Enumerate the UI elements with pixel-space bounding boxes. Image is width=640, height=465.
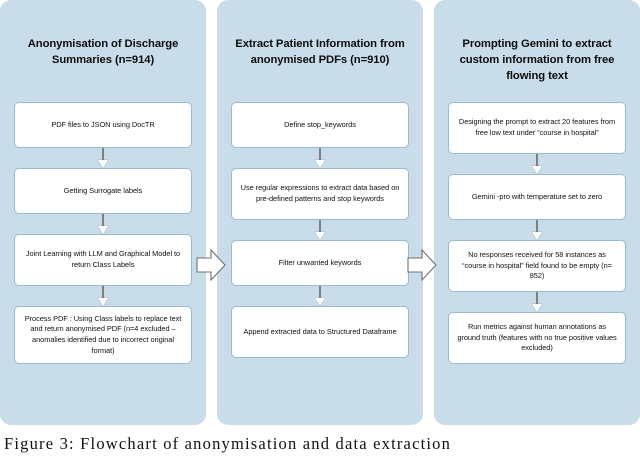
column-header: Extract Patient Information from anonymi… <box>235 38 405 67</box>
flow-column-2: Extract Patient Information from anonymi… <box>217 0 423 425</box>
arrow-down-icon <box>97 286 109 306</box>
flow-node: Getting Surrogate labels <box>14 168 192 214</box>
flow-node: No responses received for 58 instances a… <box>448 240 626 292</box>
flow-column-3: Prompting Gemini to extract custom infor… <box>434 0 640 425</box>
flow-node: Append extracted data to Structured Data… <box>231 306 409 358</box>
flowchart: Anonymisation of Discharge Summaries (n=… <box>0 0 640 425</box>
arrow-down-icon <box>531 292 543 312</box>
column-header: Anonymisation of Discharge Summaries (n=… <box>27 38 179 67</box>
column-nodes: PDF files to JSON using DocTR Getting Sur… <box>10 102 196 415</box>
figure-caption: Figure 3: Flowchart of anonymisation and… <box>4 434 452 453</box>
arrow-col1-to-col2-icon <box>196 248 226 282</box>
flow-node: Designing the prompt to extract 20 featu… <box>448 102 626 154</box>
arrow-down-icon <box>314 286 326 306</box>
flow-column-1: Anonymisation of Discharge Summaries (n=… <box>0 0 206 425</box>
arrow-down-icon <box>97 148 109 168</box>
flow-node: Gemini -pro with temperature set to zero <box>448 174 626 220</box>
arrow-down-icon <box>97 214 109 234</box>
column-header: Prompting Gemini to extract custom infor… <box>459 38 615 83</box>
flow-node: Run metrics against human annotations as… <box>448 312 626 364</box>
flow-node: Filter unwanted keywords <box>231 240 409 286</box>
arrow-down-icon <box>531 154 543 174</box>
arrow-col2-to-col3-icon <box>407 248 437 282</box>
arrow-down-icon <box>314 148 326 168</box>
flow-node: PDF files to JSON using DocTR <box>14 102 192 148</box>
arrow-down-icon <box>531 220 543 240</box>
flow-node: Define stop_keywords <box>231 102 409 148</box>
flow-node: Joint Learning with LLM and Graphical Mo… <box>14 234 192 286</box>
arrow-down-icon <box>314 220 326 240</box>
flow-node: Use regular expressions to extract data … <box>231 168 409 220</box>
flow-node: Process PDF : Using Class labels to repl… <box>14 306 192 364</box>
column-nodes: Designing the prompt to extract 20 featu… <box>444 102 630 415</box>
